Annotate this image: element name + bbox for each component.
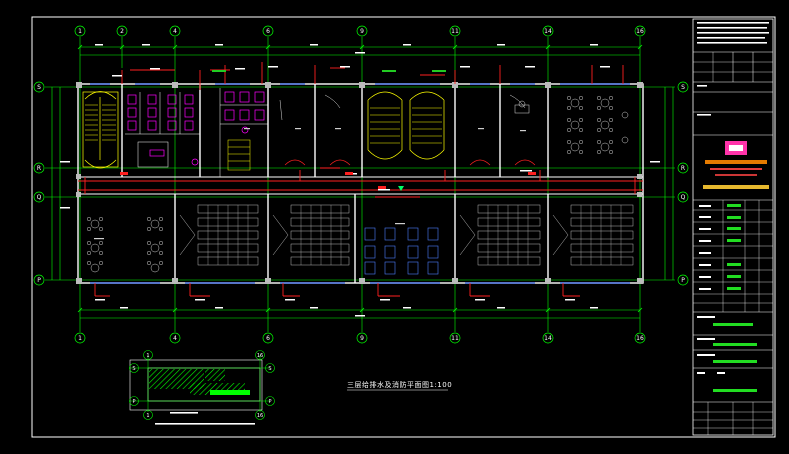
key-plan-axis-label: 16 xyxy=(257,413,263,419)
axis-label-bottom: 4 xyxy=(173,335,177,342)
fire-pipes xyxy=(78,62,643,297)
key-plan: 1 16 1 16 S S P P xyxy=(129,350,275,425)
title-block xyxy=(692,18,774,436)
activity-room-furniture xyxy=(86,216,164,273)
axis-label-top: 9 xyxy=(360,28,364,35)
office-rooms-top xyxy=(279,94,530,121)
axis-bubbles-right xyxy=(677,81,689,286)
locker-room xyxy=(364,227,439,275)
stairwell-left xyxy=(82,91,119,169)
axis-label-left: P xyxy=(37,277,41,284)
axis-label-top: 11 xyxy=(451,28,459,35)
key-plan-row-label: P xyxy=(132,399,135,405)
key-plan-row-label: S xyxy=(268,366,271,372)
axis-label-top: 16 xyxy=(636,28,644,35)
axis-label-top: 2 xyxy=(120,28,124,35)
axis-label-right: R xyxy=(681,165,685,172)
toilet-fixtures xyxy=(127,91,265,166)
axis-label-bottom: 14 xyxy=(544,335,552,342)
axis-label-right: Q xyxy=(681,194,686,201)
axis-label-right: S xyxy=(681,84,685,91)
axis-label-bottom: 9 xyxy=(360,335,364,342)
stairwell-small xyxy=(227,139,251,171)
axis-label-bottom: 16 xyxy=(636,335,644,342)
axis-label-top: 14 xyxy=(544,28,552,35)
axis-grid xyxy=(45,37,675,332)
key-plan-row-label: S xyxy=(132,366,135,372)
key-plan-axis-label: 1 xyxy=(146,353,149,359)
axis-label-left: Q xyxy=(37,194,42,201)
axis-label-top: 4 xyxy=(173,28,177,35)
drawing-frame xyxy=(31,16,776,438)
stairwell-center xyxy=(367,91,445,160)
axis-label-left: R xyxy=(37,165,41,172)
axis-bubbles-bottom xyxy=(74,332,646,344)
axis-label-top: 6 xyxy=(266,28,270,35)
axis-label-left: S xyxy=(37,84,41,91)
key-plan-row-label: P xyxy=(268,399,271,405)
plan-title: 三层给排水及消防平面图1:100 xyxy=(347,381,453,389)
meeting-room-furniture xyxy=(566,95,629,155)
axis-bubbles-top xyxy=(74,25,646,37)
axis-label-bottom: 6 xyxy=(266,335,270,342)
axis-bubbles-left xyxy=(33,81,45,286)
axis-label-bottom: 11 xyxy=(451,335,459,342)
key-plan-axis-label: 16 xyxy=(257,353,263,359)
axis-label-bottom: 1 xyxy=(78,335,82,342)
windows xyxy=(90,83,630,284)
key-plan-axis-label: 1 xyxy=(146,413,149,419)
axis-label-top: 1 xyxy=(78,28,82,35)
axis-label-right: P xyxy=(681,277,685,284)
